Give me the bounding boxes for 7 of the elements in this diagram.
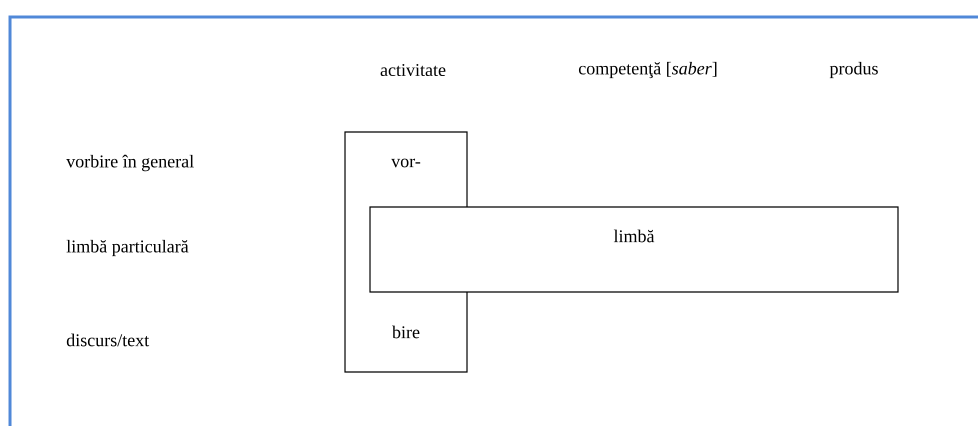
column-heading: activitate bbox=[380, 64, 446, 76]
row-label: limbă particulară bbox=[66, 240, 188, 256]
column-heading: competenţă [saber] bbox=[578, 62, 716, 78]
box: limbă bbox=[369, 206, 899, 293]
column-heading: produs bbox=[830, 62, 878, 78]
row-label: vorbire în general bbox=[66, 154, 194, 172]
row-label: discurs/text bbox=[66, 334, 150, 346]
